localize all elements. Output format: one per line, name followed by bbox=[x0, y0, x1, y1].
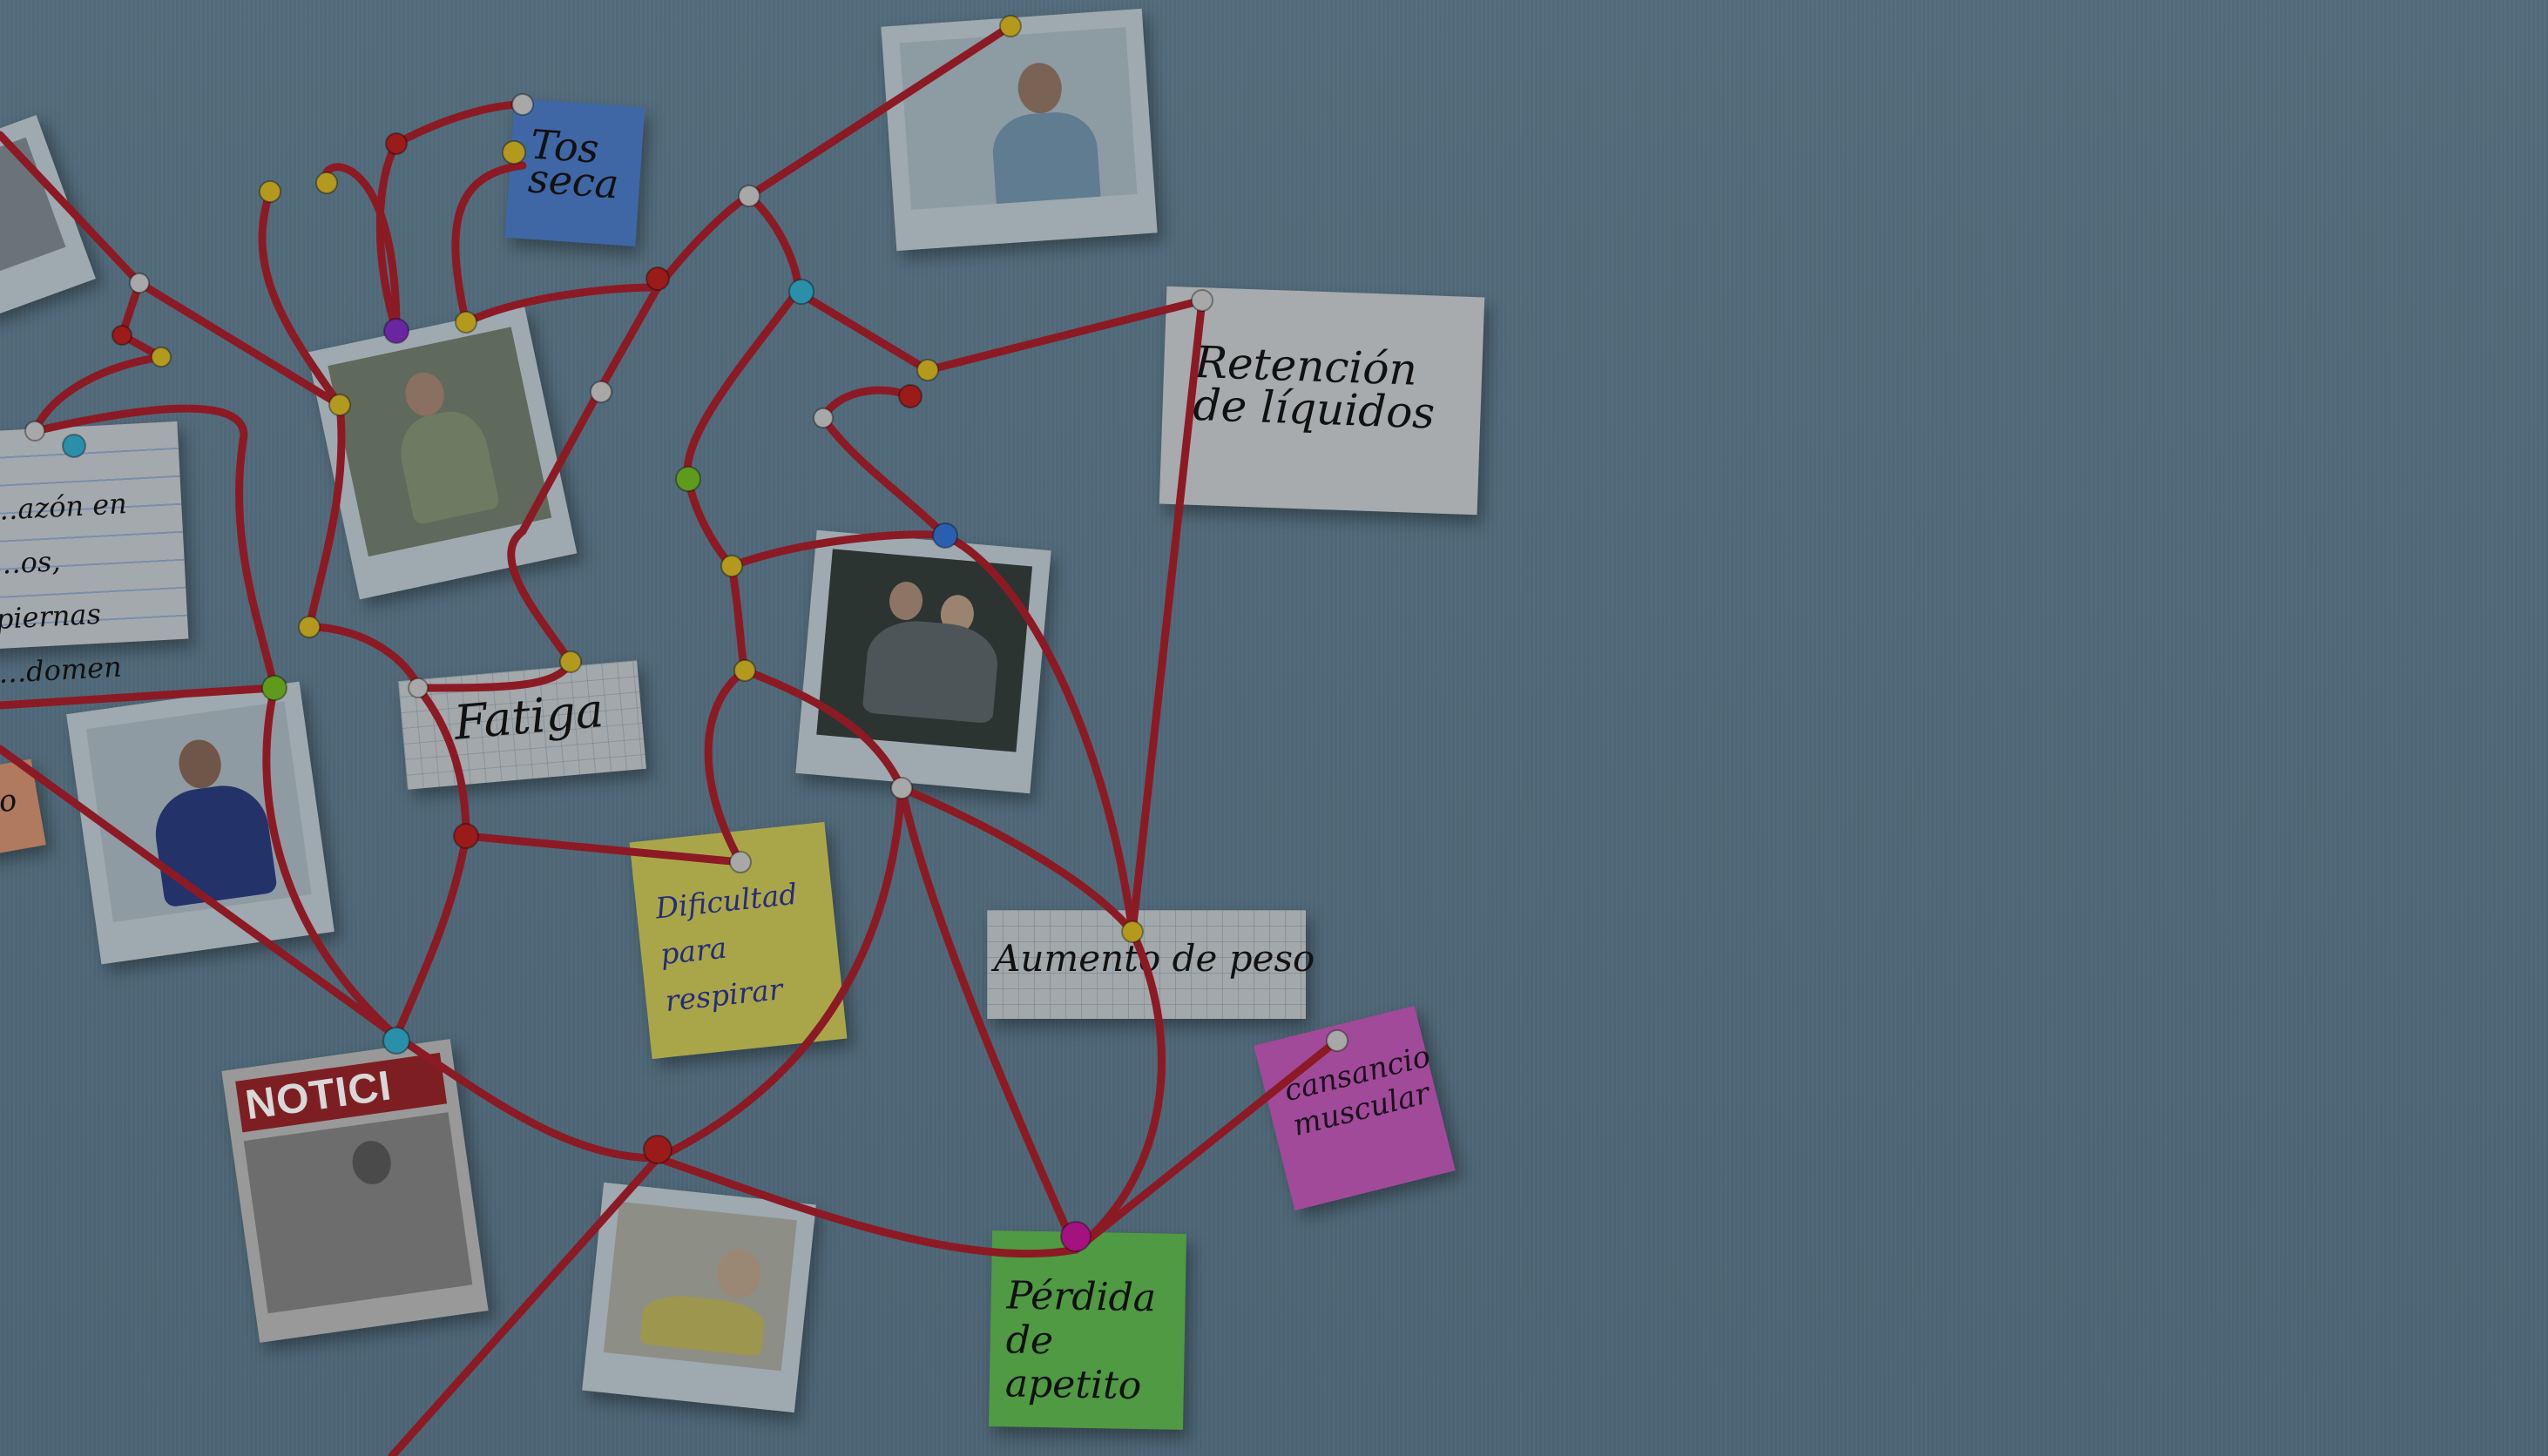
pin bbox=[788, 279, 814, 305]
pin bbox=[385, 132, 408, 155]
note-weight-gain-text: Aumento de peso bbox=[994, 937, 1315, 980]
pin bbox=[738, 185, 760, 207]
string bbox=[793, 287, 1206, 374]
note-breathing-difficulty-text: Dificultad para respirar bbox=[653, 876, 800, 1018]
note-swelling-text: …azón en …os, piernas …domen bbox=[0, 487, 128, 691]
photo-man-chest-pain bbox=[66, 681, 335, 965]
pin bbox=[916, 359, 939, 381]
string bbox=[392, 832, 470, 1041]
photo-man-coughing-top bbox=[881, 8, 1158, 252]
pin bbox=[643, 1135, 672, 1164]
string bbox=[305, 623, 422, 692]
photo-older-man-chair bbox=[307, 306, 578, 600]
note-appetite-loss-text: Pérdida de apetito bbox=[1004, 1273, 1157, 1409]
note-muscle-tiredness: cansancio muscular bbox=[1254, 1005, 1456, 1211]
note-fluid-retention-text: Retención de líquidos bbox=[1192, 336, 1436, 439]
pin bbox=[151, 347, 172, 367]
photo-couple-couch bbox=[795, 529, 1051, 794]
pin bbox=[129, 273, 150, 293]
photo-partial-top-left bbox=[0, 115, 96, 320]
string bbox=[897, 784, 1080, 1254]
string bbox=[117, 279, 166, 361]
note-orange-fragment: o bbox=[0, 758, 46, 861]
note-fluid-retention: Retención de líquidos bbox=[1159, 286, 1485, 516]
note-dry-cough-text: Tos seca bbox=[526, 120, 621, 208]
string bbox=[683, 287, 801, 570]
note-orange-fragment-text: o bbox=[0, 782, 20, 820]
pin bbox=[720, 555, 743, 577]
pin bbox=[298, 616, 321, 638]
pin bbox=[733, 659, 756, 682]
note-swelling: …azón en …os, piernas …domen bbox=[0, 421, 189, 690]
string bbox=[30, 353, 166, 435]
pin bbox=[645, 266, 670, 291]
note-appetite-loss: Pérdida de apetito bbox=[989, 1230, 1186, 1430]
pin bbox=[898, 384, 923, 408]
pin bbox=[315, 172, 338, 194]
note-dry-cough: Tos seca bbox=[504, 98, 645, 247]
photo-elderly-breathing bbox=[582, 1182, 816, 1413]
note-muscle-tiredness-text: cansancio muscular bbox=[1281, 1038, 1435, 1144]
string bbox=[818, 386, 950, 540]
pin bbox=[259, 180, 281, 203]
pin bbox=[675, 466, 701, 492]
string bbox=[375, 139, 401, 335]
pin bbox=[453, 823, 479, 849]
pin bbox=[590, 381, 612, 403]
note-fatigue-text: Fatiga bbox=[451, 682, 606, 751]
note-fatigue: Fatiga bbox=[398, 660, 646, 790]
pin bbox=[813, 408, 834, 428]
string bbox=[392, 100, 527, 148]
string bbox=[321, 163, 401, 335]
pin bbox=[112, 325, 132, 346]
newspaper-clipping: NOTICI bbox=[221, 1039, 489, 1343]
note-breathing-difficulty: Dificultad para respirar bbox=[629, 821, 848, 1060]
note-weight-gain: Aumento de peso bbox=[987, 910, 1315, 1019]
string bbox=[727, 562, 749, 675]
string bbox=[745, 192, 802, 296]
